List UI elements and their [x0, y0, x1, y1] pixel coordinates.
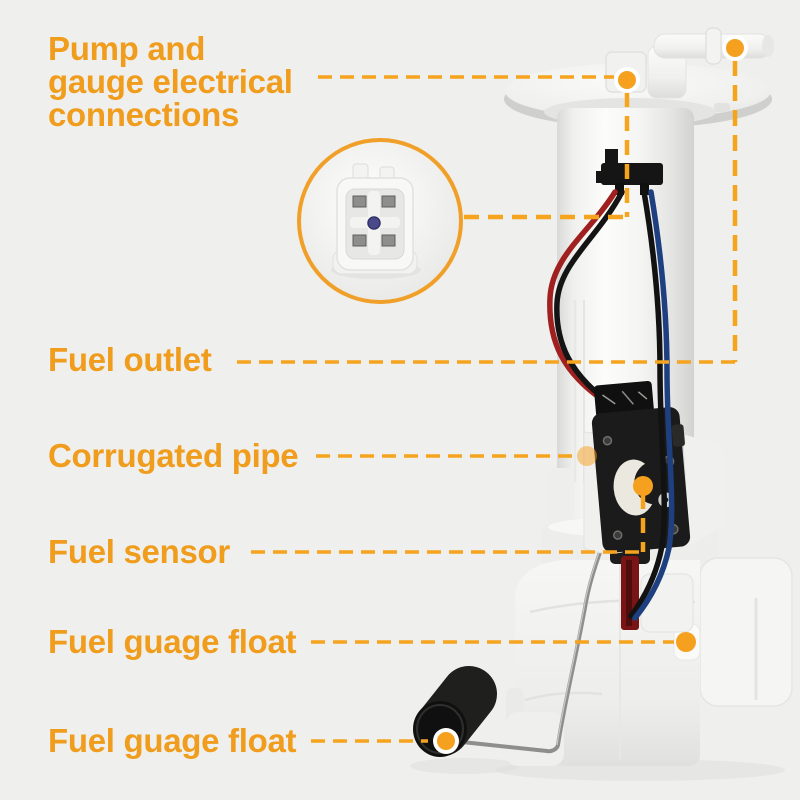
label-fuel-outlet: Fuel outlet: [48, 341, 212, 378]
label-corrugated-pipe: Corrugated pipe: [48, 437, 299, 474]
connector-closeup: [331, 163, 421, 279]
label-pump-gauge-connections: Pump and gauge electrical connections: [48, 30, 293, 133]
label-fuel-gauge-float-upper: Fuel guage float: [48, 623, 297, 660]
connector-pins: [352, 195, 396, 247]
callout-dots: [433, 35, 748, 754]
callout-dot-float-lower: [433, 728, 459, 754]
connector-closeup-inset: [297, 138, 463, 304]
label-fuel-sensor: Fuel sensor: [48, 533, 230, 570]
electrical-connector: [596, 149, 663, 195]
callout-dot-fuel-sensor: [633, 476, 653, 496]
label-fuel-gauge-float-lower: Fuel guage float: [48, 722, 297, 759]
callout-lines: [237, 60, 738, 743]
wiring-blue-black: [628, 189, 675, 621]
callout-dot-fuel-outlet: [722, 35, 748, 61]
callout-dot-corrugated-pipe: [577, 446, 597, 466]
callout-dot-float-upper: [676, 632, 696, 652]
callout-dot-pump-gauge: [614, 67, 640, 93]
